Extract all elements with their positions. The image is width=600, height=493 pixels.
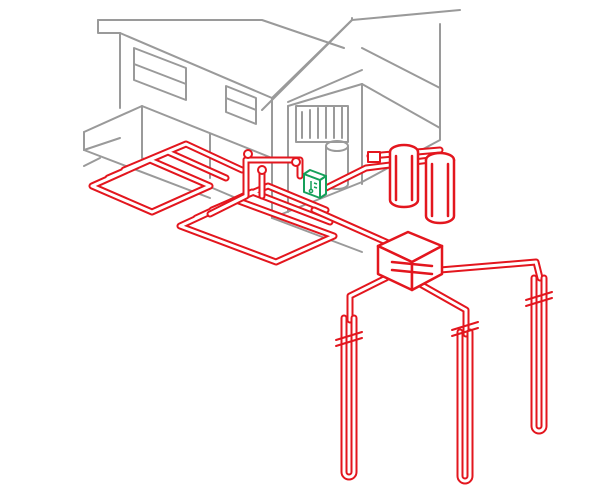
buffer-tank-pair [388, 143, 456, 225]
break-left-1 [335, 331, 363, 341]
break-left-2 [335, 337, 363, 347]
chamber-to-left-probe [346, 274, 390, 324]
ground-distribution-chamber [376, 230, 444, 292]
valve-tanks [367, 151, 381, 163]
house-cutaway-ground [271, 217, 363, 253]
house-window-left-sill [133, 63, 187, 85]
chamber-to-right-probe-core [438, 260, 542, 280]
chamber-to-mid-probe [416, 280, 470, 338]
thermometer-scale [313, 182, 318, 189]
house-roof-left [97, 19, 345, 49]
thermometer-icon [308, 181, 318, 194]
house-cutaway-upper-left [287, 69, 363, 103]
pipework [88, 140, 553, 485]
break-mid-1 [451, 321, 479, 331]
probe-right-core [532, 276, 546, 433]
chamber-to-left-probe-core [348, 276, 388, 322]
heat-pump-top [303, 169, 327, 181]
ground-line-2 [83, 157, 101, 167]
valve-mid [257, 165, 267, 175]
chamber-right-face [410, 244, 444, 292]
valve-heatpump [291, 157, 301, 167]
vertical-borehole-probes-inner [342, 276, 546, 483]
valve-left [243, 149, 253, 159]
valves [243, 149, 381, 175]
chamber-manifold-2 [390, 268, 434, 276]
house-facade-top [119, 32, 273, 99]
probe-break-marks [335, 291, 553, 347]
break-right-2 [525, 297, 553, 307]
tank-right-body [424, 158, 456, 225]
break-mid-2 [451, 327, 479, 337]
house-lower-edge [83, 149, 211, 199]
tank-left-body [388, 150, 420, 209]
riser-left-core [208, 158, 248, 216]
chamber-manifold-1 [390, 260, 434, 268]
floor-loop-1-core [90, 158, 212, 214]
vertical-borehole-probes [340, 274, 548, 485]
house-radiator [295, 105, 349, 143]
house-cutaway-upper-floor [361, 47, 441, 89]
heat-pump-unit [303, 169, 327, 199]
house-roof-eave [97, 19, 121, 34]
break-right-1 [525, 291, 553, 301]
house-cutaway-mid-floor [361, 83, 441, 129]
house-window-left [133, 47, 187, 101]
probe-mid-core [458, 330, 472, 483]
floor-loop-3-core [122, 142, 244, 172]
probe-left-core [342, 316, 356, 479]
floor-loop-1 [88, 156, 214, 216]
thermometer-bulb [308, 188, 314, 194]
house-window-right-sill [225, 97, 257, 111]
supply-lines [206, 146, 544, 338]
ground-line-1 [83, 137, 121, 151]
house-gable-left [271, 19, 353, 99]
house-cutaway-floor [287, 83, 363, 107]
house-window-right [225, 85, 257, 125]
